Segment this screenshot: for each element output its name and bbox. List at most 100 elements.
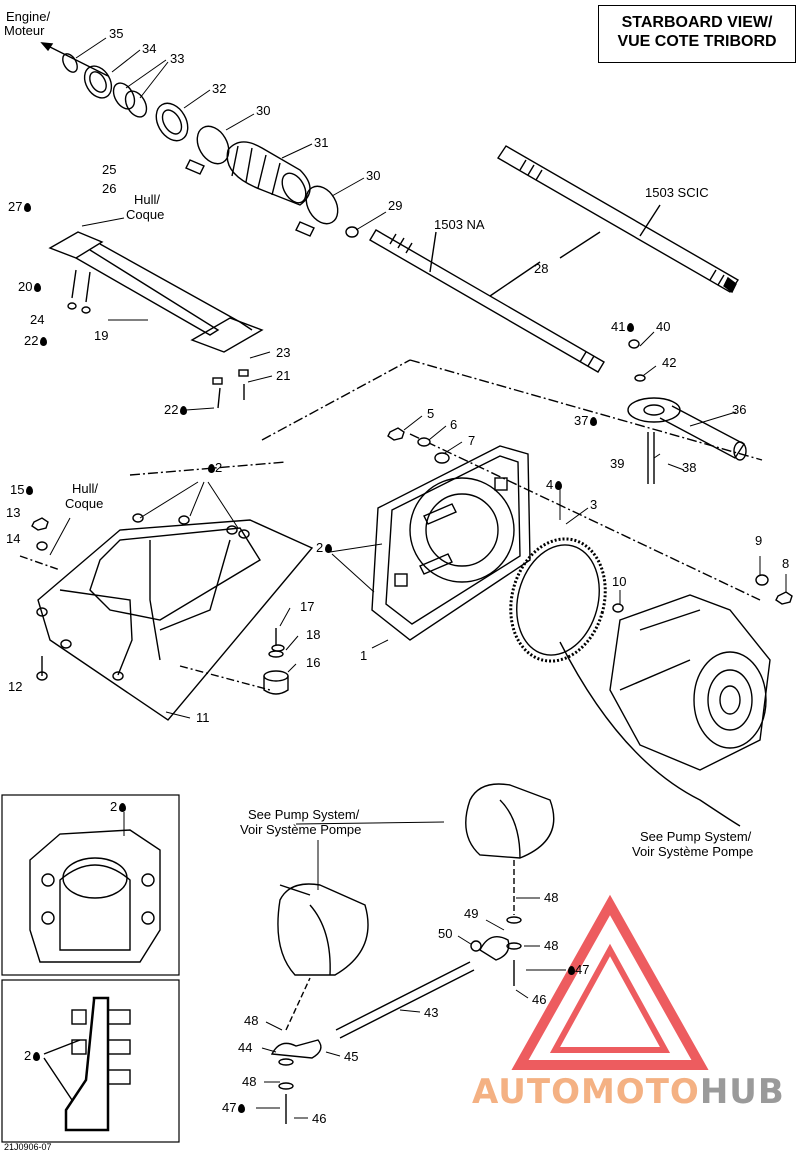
callout-24: 24 xyxy=(30,312,45,327)
callout-10: 10 xyxy=(612,574,627,589)
loctite-drop-icon xyxy=(34,283,42,292)
callout-47b: 47 xyxy=(222,1100,246,1115)
watermark-part-1: AUTOMOTO xyxy=(472,1072,700,1112)
callout-23: 23 xyxy=(276,345,291,360)
callout-6: 6 xyxy=(450,417,458,432)
callout-30b: 30 xyxy=(366,168,381,183)
callout-28: 28 xyxy=(534,261,549,276)
callout-2a-text: 2 xyxy=(215,460,223,475)
callout-14: 14 xyxy=(6,531,21,546)
callout-7: 7 xyxy=(468,433,476,448)
na-label: 1503 NA xyxy=(434,217,485,232)
loctite-drop-icon xyxy=(180,406,188,415)
callout-49: 49 xyxy=(464,906,479,921)
callout-17: 17 xyxy=(300,599,315,614)
callout-48a: 48 xyxy=(544,890,559,905)
loctite-drop-icon xyxy=(33,1052,41,1061)
loctite-drop-icon xyxy=(208,464,215,473)
callout-3: 3 xyxy=(590,497,598,512)
callout-15-text: 15 xyxy=(10,482,25,497)
callout-48b: 48 xyxy=(544,938,559,953)
hull-label-1: Hull/ xyxy=(134,192,161,207)
callout-36: 36 xyxy=(732,402,747,417)
loctite-drop-icon xyxy=(627,323,635,332)
callout-8: 8 xyxy=(782,556,790,571)
loctite-drop-icon xyxy=(40,337,48,346)
callout-29: 29 xyxy=(388,198,403,213)
coque-label-1: Coque xyxy=(126,207,165,222)
callout-12: 12 xyxy=(8,679,23,694)
see-pump-label-2a: See Pump System/ xyxy=(640,829,752,844)
callout-46a: 46 xyxy=(532,992,547,1007)
watermark-logo xyxy=(511,894,709,1070)
callout-30a: 30 xyxy=(256,103,271,118)
scic-label: 1503 SCIC xyxy=(645,185,709,200)
loctite-drop-icon xyxy=(568,966,575,975)
title-box xyxy=(598,5,796,63)
callout-37: 37 xyxy=(574,413,598,428)
see-pump-label-2b: Voir Système Pompe xyxy=(632,844,754,859)
drawing-code: 21J0906-07 xyxy=(4,1142,52,1152)
coque-label-2: Coque xyxy=(65,496,104,511)
callout-18: 18 xyxy=(306,627,321,642)
callout-11: 11 xyxy=(196,710,210,725)
callout-40: 40 xyxy=(656,319,671,334)
callout-2b-text: 2 xyxy=(316,540,324,555)
hull-plate xyxy=(36,513,314,721)
callout-46b: 46 xyxy=(312,1111,327,1126)
callout-31: 31 xyxy=(314,135,329,150)
callout-2c: 2 xyxy=(110,799,127,814)
pump-housing-2 xyxy=(609,594,771,771)
callout-41: 41 xyxy=(611,320,635,334)
see-pump-label-1b: Voir Système Pompe xyxy=(240,822,362,837)
callout-22a-text: 22 xyxy=(24,333,39,348)
callout-15: 15 xyxy=(10,482,34,497)
steering-linkage xyxy=(270,783,555,1124)
callout-27-text: 27 xyxy=(8,199,23,214)
loctite-drop-icon xyxy=(325,544,333,553)
callout-37-text: 37 xyxy=(574,413,589,428)
callout-42: 42 xyxy=(662,355,677,370)
callout-16: 16 xyxy=(306,655,321,670)
callout-47a: 47 xyxy=(566,963,589,977)
loctite-drop-icon xyxy=(26,486,34,495)
rubber-mount xyxy=(263,628,289,695)
callout-2d: 2 xyxy=(24,1048,41,1063)
callout-22a: 22 xyxy=(24,333,48,348)
hull-label-2: Hull/ xyxy=(72,481,99,496)
pump-housing-1 xyxy=(371,445,531,641)
inset-gasket-bottom xyxy=(43,996,131,1132)
support-bracket xyxy=(48,231,264,409)
callout-48d: 48 xyxy=(242,1074,257,1089)
callout-2c-text: 2 xyxy=(110,799,118,814)
callout-4-text: 4 xyxy=(546,477,554,492)
loctite-drop-icon xyxy=(238,1104,246,1113)
callout-21: 21 xyxy=(276,368,291,383)
callout-33: 33 xyxy=(170,51,185,66)
callout-38: 38 xyxy=(682,460,697,475)
loctite-drop-icon xyxy=(24,203,32,212)
callout-19: 19 xyxy=(94,328,109,343)
moteur-label: Moteur xyxy=(4,23,45,38)
callout-34: 34 xyxy=(142,41,157,56)
callout-2a: 2 xyxy=(206,461,222,475)
callout-27: 27 xyxy=(8,199,32,214)
watermark-part-2: HUB xyxy=(699,1072,785,1112)
see-pump-label-1a: See Pump System/ xyxy=(248,807,360,822)
driveshaft-seal-stack xyxy=(40,42,359,238)
callout-2d-text: 2 xyxy=(24,1048,32,1063)
callout-47a-text: 47 xyxy=(575,962,590,977)
callout-47b-text: 47 xyxy=(222,1100,237,1115)
callout-43: 43 xyxy=(424,1005,439,1020)
leader-lines xyxy=(49,37,787,1119)
callout-1: 1 xyxy=(360,648,368,663)
loctite-drop-icon xyxy=(590,417,598,426)
callout-25: 25 xyxy=(102,162,117,177)
callout-9: 9 xyxy=(755,533,763,548)
callout-44: 44 xyxy=(238,1040,253,1055)
callout-39: 39 xyxy=(610,456,625,471)
callout-2b: 2 xyxy=(316,540,333,555)
ring-gear xyxy=(509,537,741,827)
